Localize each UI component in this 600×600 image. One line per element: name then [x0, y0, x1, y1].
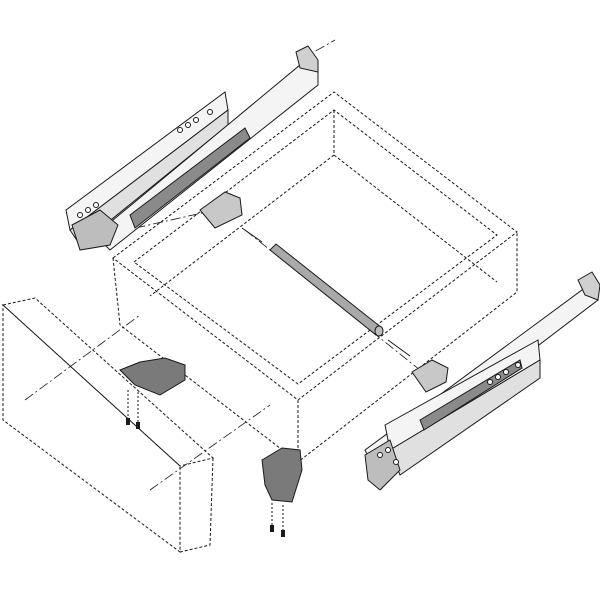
- rod-end: [374, 325, 384, 337]
- screws: [127, 390, 284, 530]
- rear-bracket-left: [199, 191, 243, 229]
- locking-device-left: [119, 357, 186, 396]
- right-runner: [364, 271, 600, 491]
- alignment-line: [149, 404, 271, 491]
- runner-rear-hook: [577, 271, 600, 301]
- rod-pin-left: [241, 227, 263, 243]
- alignment-line: [117, 209, 216, 233]
- runner-rear-hook: [295, 45, 319, 73]
- stabilizer-rod: [241, 227, 411, 357]
- locking-devices: [119, 357, 303, 503]
- front-panel-side: [179, 457, 214, 553]
- rod-pin-right: [387, 339, 411, 357]
- rear-bracket-right: [411, 359, 449, 393]
- drawer-box-inner-left: [149, 154, 335, 297]
- rear-brackets: [199, 191, 449, 393]
- screw-icon: [281, 530, 285, 537]
- runner-slide-section: [129, 127, 251, 229]
- drawer-box-top-outer: [112, 91, 518, 401]
- alignment-line: [24, 314, 141, 401]
- drawer-front: [1, 297, 215, 553]
- runner-front-catch: [364, 439, 401, 491]
- drawer-box-top-inner: [133, 109, 498, 385]
- front-panel-face: [2, 303, 181, 553]
- screw-heads: [126, 418, 285, 537]
- screw-icon: [136, 422, 140, 429]
- runner-front-catch: [71, 209, 119, 251]
- screw-icon: [126, 418, 130, 425]
- left-runner: [65, 45, 319, 251]
- drawer-box-inner-back: [333, 110, 498, 283]
- screw-icon: [270, 525, 274, 532]
- locking-device-right: [261, 447, 303, 503]
- runner-holes: [77, 109, 213, 218]
- rod-body: [269, 243, 383, 336]
- runner-holes: [377, 362, 521, 465]
